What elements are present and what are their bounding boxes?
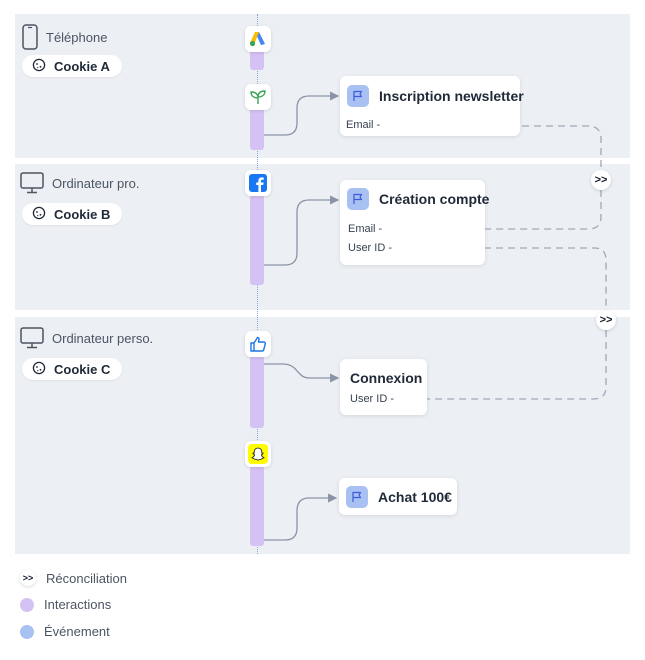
event-title: Inscription newsletter: [379, 88, 524, 104]
event-card-inscription-newsletter: Inscription newsletter Email -: [340, 76, 524, 136]
device-ordinateur-pro: Ordinateur pro.: [20, 172, 139, 194]
event-card-creation-compte: Création compte Email - User ID -: [340, 180, 489, 265]
event-dot-icon: [20, 624, 34, 639]
cookie-icon: [32, 206, 46, 223]
cookie-label: Cookie A: [54, 58, 110, 74]
flag-icon: [347, 85, 369, 107]
interaction-bar: [250, 195, 264, 285]
flag-icon: [347, 188, 369, 210]
interaction-dot-icon: [20, 597, 34, 612]
cookie-icon: [32, 361, 46, 378]
facebook-icon: [245, 170, 271, 196]
device-band-ordinateur-perso: [15, 317, 630, 554]
snapchat-icon: [245, 441, 271, 467]
cookie-badge-c: Cookie C: [22, 358, 123, 380]
phone-icon: [22, 24, 38, 50]
event-card-connexion: Connexion User ID -: [340, 359, 427, 415]
monitor-icon: [20, 327, 44, 349]
event-field: Email -: [346, 119, 381, 131]
device-telephone: Téléphone: [22, 24, 107, 50]
event-field: User ID -: [350, 393, 394, 405]
reconciliation-badge: >>: [591, 170, 611, 190]
interaction-bar: [250, 356, 264, 428]
sprout-icon: [245, 84, 271, 110]
legend-reconciliation: >> Réconciliation: [20, 570, 127, 586]
device-label: Ordinateur perso.: [52, 330, 154, 346]
cookie-badge-a: Cookie A: [22, 55, 122, 77]
interaction-bar: [250, 466, 264, 546]
flag-icon: [346, 486, 368, 508]
google-ads-icon: [245, 26, 271, 52]
legend-label: Interactions: [44, 597, 112, 612]
event-title: Connexion: [350, 370, 423, 386]
event-card-achat: Achat 100€: [339, 478, 457, 515]
device-label: Ordinateur pro.: [52, 175, 140, 191]
event-field: Email -: [348, 223, 383, 235]
reconciliation-badge: >>: [596, 310, 616, 330]
event-field: User ID -: [348, 242, 392, 254]
reconciliation-icon: >>: [20, 570, 36, 586]
monitor-icon: [20, 172, 44, 194]
event-title: Création compte: [379, 191, 490, 207]
legend-label: Réconciliation: [46, 570, 127, 586]
legend-interactions: Interactions: [20, 597, 111, 612]
legend-label: Événement: [44, 624, 110, 639]
cookie-label: Cookie C: [54, 361, 111, 377]
cookie-icon: [32, 58, 46, 75]
cookie-badge-b: Cookie B: [22, 203, 123, 225]
legend-evenement: Événement: [20, 624, 110, 639]
event-title: Achat 100€: [378, 489, 452, 505]
cookie-label: Cookie B: [54, 206, 111, 222]
thumbs-up-icon: [245, 331, 271, 357]
device-label: Téléphone: [46, 29, 108, 45]
device-ordinateur-perso: Ordinateur perso.: [20, 327, 153, 349]
interaction-bar: [250, 108, 264, 150]
interaction-bar: [250, 48, 264, 70]
